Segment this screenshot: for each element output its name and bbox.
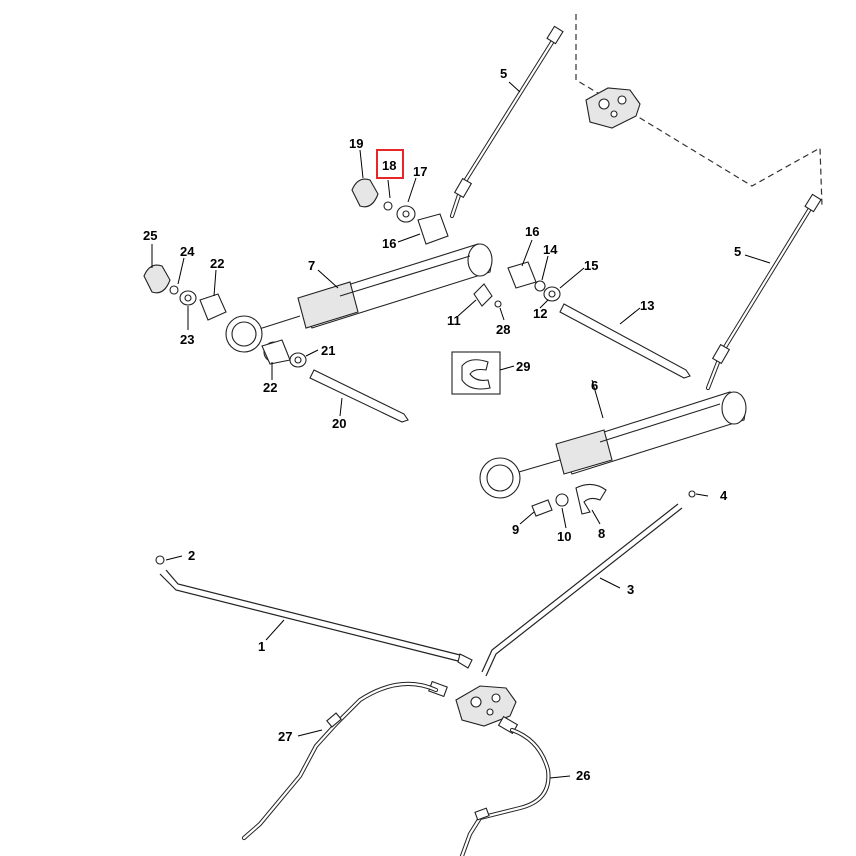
rod-20 <box>309 369 409 423</box>
callout-24: 24 <box>180 244 195 259</box>
callout-27: 27 <box>278 729 292 744</box>
callout-5: 5 <box>500 66 507 81</box>
callout-13: 13 <box>640 298 654 313</box>
callout-22: 22 <box>210 256 224 271</box>
callout-19: 19 <box>349 136 363 151</box>
callout-17: 17 <box>413 164 427 179</box>
rod-13 <box>559 303 691 379</box>
callout-8: 8 <box>598 526 605 541</box>
callout-12: 12 <box>533 306 547 321</box>
hose-5-upper <box>449 25 564 219</box>
lower-valve-block <box>428 680 519 735</box>
callout-7: 7 <box>308 258 315 273</box>
callout-4: 4 <box>720 488 728 503</box>
callout-23: 23 <box>180 332 194 347</box>
hose-27 <box>241 681 439 841</box>
callout-14: 14 <box>543 242 558 257</box>
callout-16: 16 <box>525 224 539 239</box>
upper-parts-cluster <box>351 178 449 245</box>
callout-22: 22 <box>263 380 277 395</box>
callout-1: 1 <box>258 639 265 654</box>
callout-6: 6 <box>591 378 598 393</box>
callout-20: 20 <box>332 416 346 431</box>
callout-21: 21 <box>321 343 335 358</box>
callout-5: 5 <box>734 244 741 259</box>
leader-lines <box>151 81 771 779</box>
callouts: 5 5 6 7 19 18 17 16 25 24 22 23 22 21 20… <box>143 66 741 783</box>
part-29-box <box>451 351 501 395</box>
callout-26: 26 <box>576 768 590 783</box>
hose-5-right <box>705 193 822 391</box>
cylinder-6 <box>479 391 747 499</box>
cylinder-7 <box>225 243 493 353</box>
callout-18: 18 <box>382 158 396 173</box>
callout-28: 28 <box>496 322 510 337</box>
lower-clip-parts <box>531 483 607 517</box>
highlight-box <box>376 149 404 179</box>
upper-valve-block <box>585 87 641 129</box>
callout-25: 25 <box>143 228 157 243</box>
callout-15: 15 <box>584 258 598 273</box>
line-1 <box>159 569 473 669</box>
dashed-boundary <box>575 14 823 207</box>
callout-16: 16 <box>382 236 396 251</box>
left-parts-cluster <box>143 264 307 368</box>
hose-26 <box>459 727 551 856</box>
fitting-4 <box>688 490 696 498</box>
callout-3: 3 <box>627 582 634 597</box>
fitting-2 <box>155 555 165 565</box>
callout-29: 29 <box>516 359 530 374</box>
right-parts-cluster <box>473 261 561 308</box>
callout-2: 2 <box>188 548 195 563</box>
line-3 <box>481 503 683 677</box>
callout-9: 9 <box>512 522 519 537</box>
callout-10: 10 <box>557 529 571 544</box>
callout-11: 11 <box>447 313 461 328</box>
